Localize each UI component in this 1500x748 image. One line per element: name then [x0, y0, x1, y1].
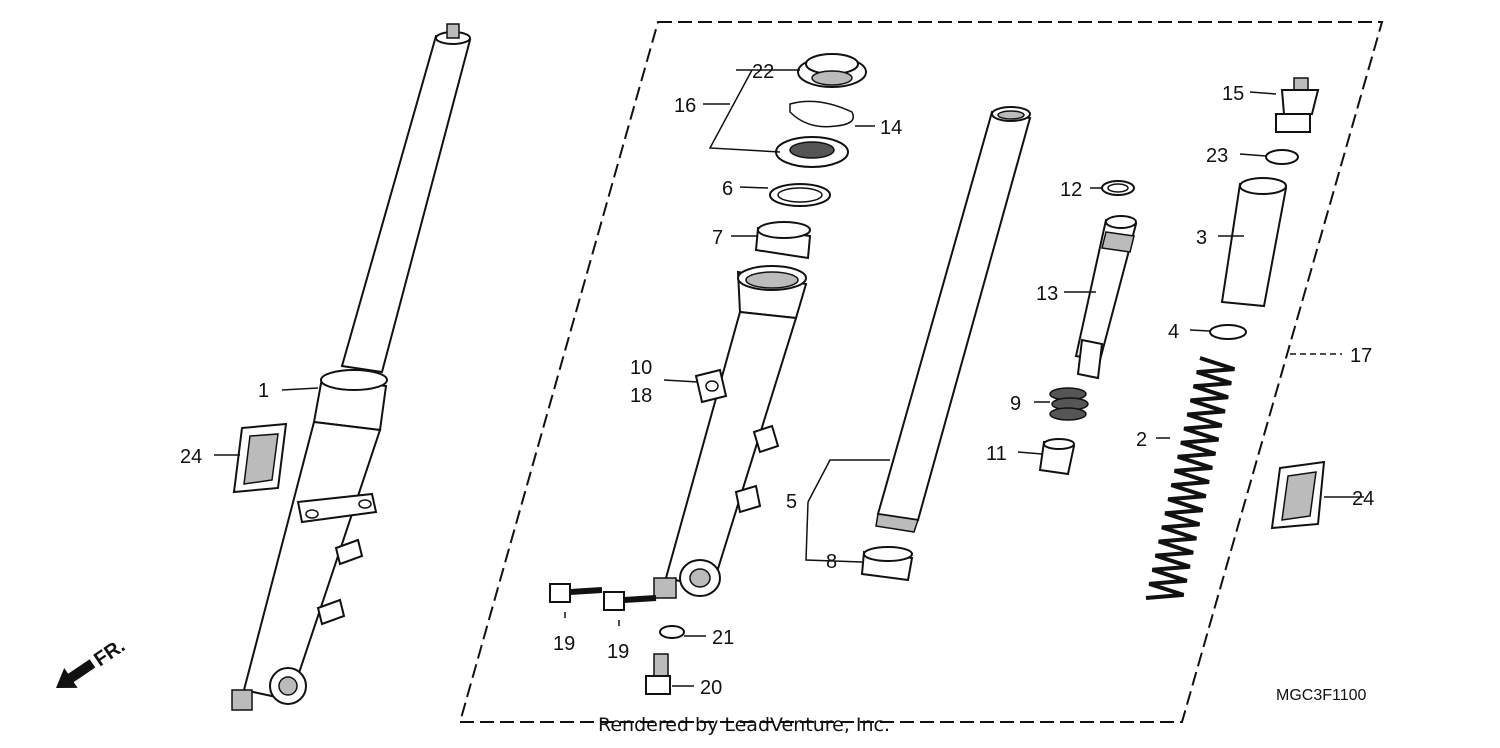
- piston-ring: [1101, 180, 1135, 196]
- fork-pipe: [875, 106, 1032, 533]
- callout-16: 16: [674, 95, 696, 117]
- oil-lock-piece: [1038, 438, 1076, 476]
- fork-spring: [1145, 356, 1236, 600]
- front-direction-label: FR.: [90, 635, 129, 671]
- assembly-boundary: [458, 21, 1384, 723]
- callout-24a: 24: [180, 446, 202, 468]
- callout-2: 2: [1136, 429, 1147, 451]
- rebound-spring: [1049, 387, 1089, 421]
- callout-19b: 19: [607, 641, 629, 663]
- callout-5: 5: [786, 491, 797, 513]
- slide-guide-bushing: [754, 221, 812, 260]
- callout-21: 21: [712, 627, 734, 649]
- fork-leg-assembly: [231, 23, 472, 711]
- fork-slider: [653, 265, 808, 599]
- snap-ring: [789, 100, 854, 128]
- fork-protector-pad-right: [1270, 460, 1326, 530]
- fork-protector-pad-left: [232, 422, 288, 494]
- back-up-ring: [769, 183, 831, 207]
- leader-lines: [214, 69, 1364, 687]
- callout-23: 23: [1206, 145, 1228, 167]
- footer-credit: Rendered by LeadVenture, Inc.: [598, 714, 890, 736]
- callout-12: 12: [1060, 179, 1082, 201]
- callout-18: 18: [630, 385, 652, 407]
- callout-22: 22: [752, 61, 774, 83]
- callout-11: 11: [986, 443, 1007, 465]
- callout-7: 7: [712, 227, 723, 249]
- callout-labels: 1 2 3 4 5 6 7 8 9 10 11 12 13 14 15 16 1…: [180, 61, 1374, 699]
- callout-1: 1: [258, 380, 269, 402]
- callout-3: 3: [1196, 227, 1207, 249]
- pipe-bushing: [860, 546, 914, 582]
- fork-bolt: [1275, 77, 1320, 133]
- socket-bolt: [645, 653, 671, 695]
- diagram-code: MGC3F1100: [1276, 687, 1367, 704]
- callout-17: 17: [1350, 345, 1372, 367]
- spring-seat: [1209, 324, 1247, 340]
- oil-seal: [775, 136, 849, 168]
- damper-rod: [1074, 215, 1138, 380]
- callout-24b: 24: [1352, 488, 1374, 510]
- spring-collar: [1220, 177, 1288, 308]
- sealing-washer: [659, 625, 685, 639]
- callout-15: 15: [1222, 83, 1244, 105]
- axle-pinch-bolt-1: [549, 583, 603, 603]
- callout-6: 6: [722, 178, 733, 200]
- dust-seal: [797, 53, 867, 88]
- callout-13: 13: [1036, 283, 1058, 305]
- callout-10: 10: [630, 357, 652, 379]
- front-direction-arrow-icon: FR.: [56, 635, 129, 688]
- callout-20: 20: [700, 677, 722, 699]
- o-ring: [1265, 149, 1299, 165]
- callout-4: 4: [1168, 321, 1179, 343]
- callout-19a: 19: [553, 633, 575, 655]
- callout-14: 14: [880, 117, 902, 139]
- callout-8: 8: [826, 551, 837, 573]
- callout-9: 9: [1010, 393, 1021, 415]
- axle-pinch-bolt-2: [603, 591, 657, 611]
